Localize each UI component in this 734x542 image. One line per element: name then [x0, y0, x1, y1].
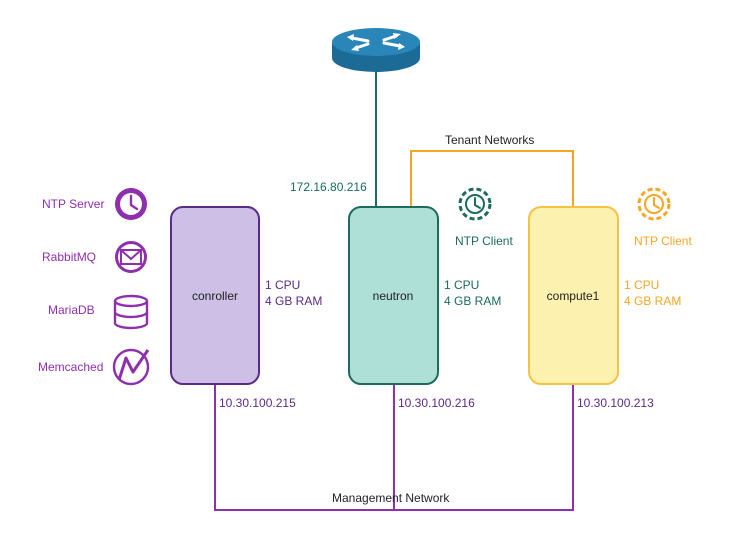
clock-icon — [115, 188, 147, 220]
controller-node-name: conroller — [192, 289, 238, 303]
tenant-network-line — [410, 150, 574, 207]
ntp-client-label-compute1: NTP Client — [634, 234, 692, 248]
neutron-ip: 10.30.100.216 — [398, 396, 475, 410]
service-label-mariadb: MariaDB — [48, 303, 95, 317]
database-icon — [113, 294, 149, 330]
compute1-node-name: compute1 — [547, 289, 600, 303]
compute1-ram: 4 GB RAM — [624, 294, 681, 308]
memcached-icon — [112, 348, 150, 386]
neutron-ram: 4 GB RAM — [444, 294, 501, 308]
compute1-cpu: 1 CPU — [624, 278, 659, 292]
neutron-cpu: 1 CPU — [444, 278, 479, 292]
compute1-ip: 10.30.100.213 — [577, 396, 654, 410]
router-icon — [332, 28, 420, 72]
ntp-client-label-neutron: NTP Client — [455, 234, 513, 248]
tenant-network-label: Tenant Networks — [445, 133, 534, 147]
service-label-memcached: Memcached — [38, 360, 103, 374]
neutron-node — [348, 206, 439, 385]
controller-cpu: 1 CPU — [265, 278, 300, 292]
controller-ram: 4 GB RAM — [265, 294, 322, 308]
clock-dashed-icon — [637, 187, 671, 221]
clock-dashed-icon — [458, 187, 492, 221]
neutron-node-name: neutron — [373, 289, 414, 303]
controller-node — [170, 206, 260, 385]
service-label-ntp-server: NTP Server — [42, 197, 104, 211]
external-ip-label: 172.16.80.216 — [290, 180, 367, 194]
management-network-label: Management Network — [332, 491, 450, 505]
compute1-node — [528, 206, 619, 385]
service-label-rabbitmq: RabbitMQ — [42, 250, 96, 264]
mail-icon — [115, 241, 147, 273]
controller-ip: 10.30.100.215 — [219, 396, 296, 410]
